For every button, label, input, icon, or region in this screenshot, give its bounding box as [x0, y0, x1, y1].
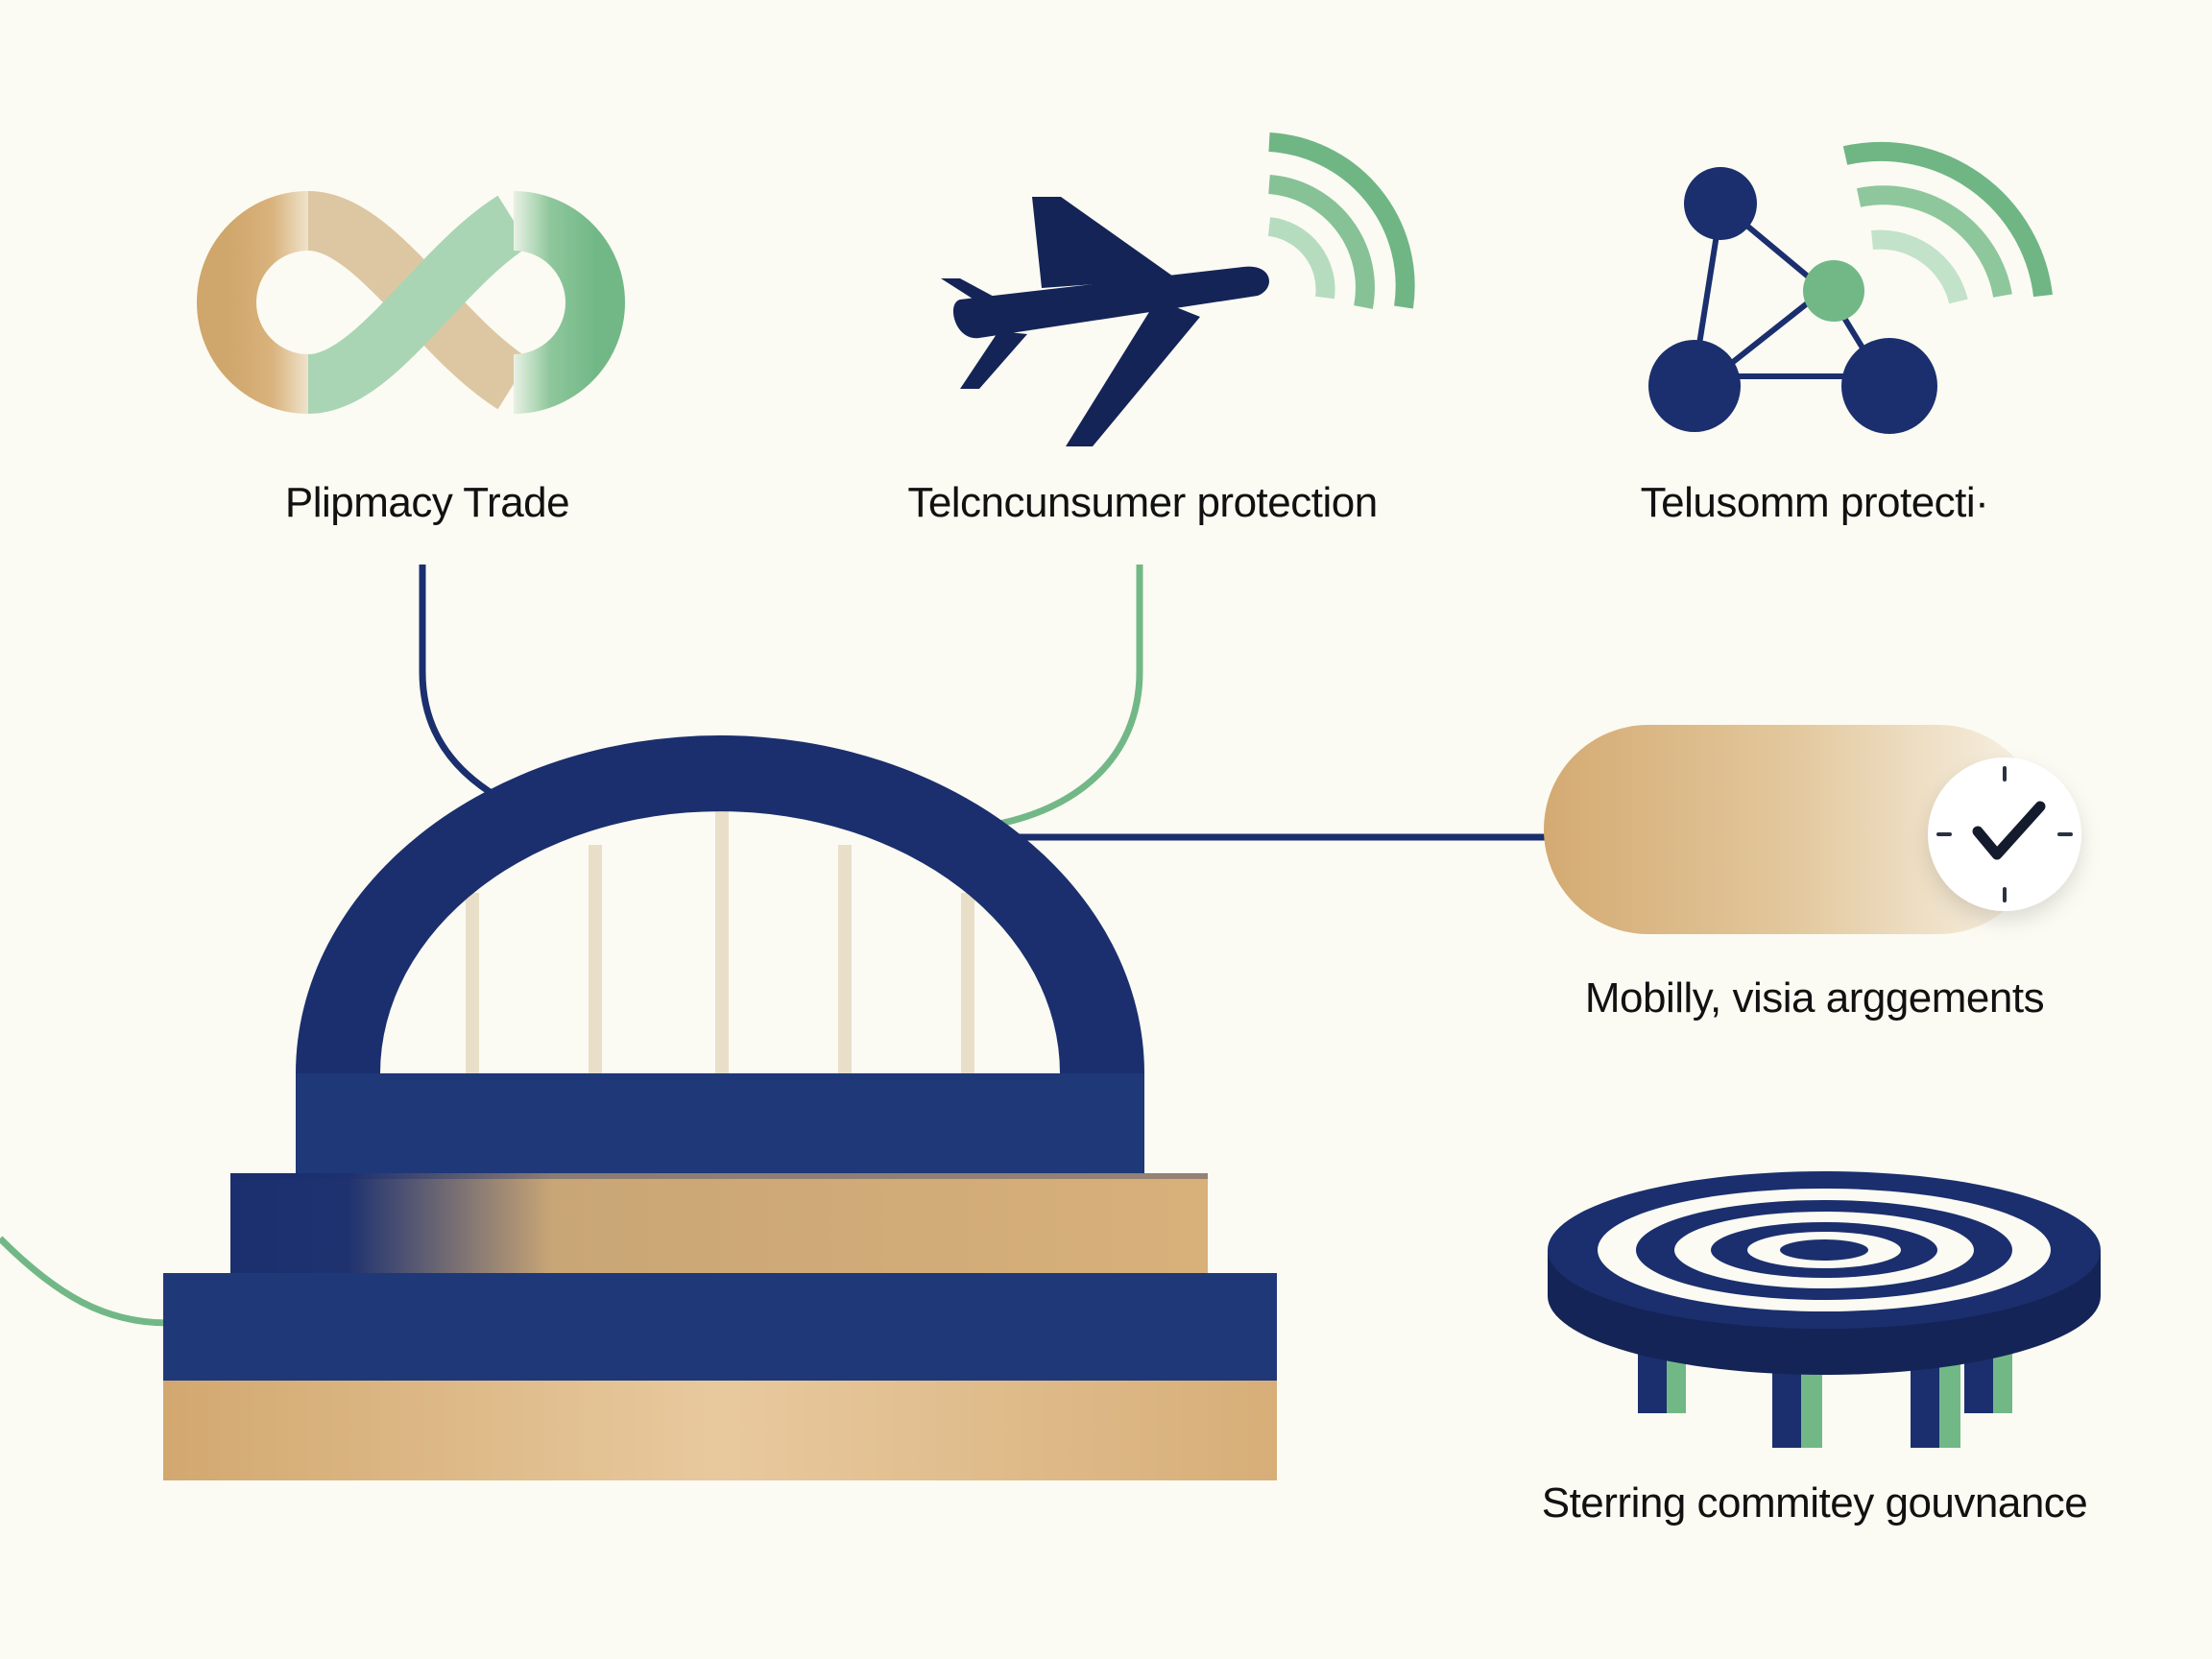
connector-telecom: [988, 565, 1143, 830]
connector-trade: [419, 565, 496, 798]
airplane-icon: [941, 197, 1269, 446]
wifi-signal-icon-2: [1842, 141, 2053, 304]
label-telecom-consumer: Telcncunsumer protection: [907, 479, 1378, 526]
bridge-step-4: [163, 1381, 1277, 1480]
label-steering: Sterring commitey gouvnance: [1541, 1479, 2088, 1527]
round-table-icon: [1548, 1171, 2101, 1448]
mobility-pill: [1544, 725, 2081, 934]
label-telecom-protection: Telusomm protecti·: [1640, 479, 1989, 526]
infinity-icon: [197, 191, 625, 414]
bridge-step-3: [163, 1273, 1277, 1381]
connector-left: [0, 1236, 169, 1327]
label-trade: Plipmacy Trade: [284, 479, 570, 526]
network-nodes-icon: [1648, 167, 1937, 434]
label-mobility: Mobilly, visia arggements: [1584, 974, 2045, 1022]
bridge-step-2: [230, 1173, 1208, 1273]
bridge-arch-icon: [163, 735, 1277, 1480]
clock-check-icon: [1928, 757, 2081, 911]
connector-lines: [0, 565, 1546, 1329]
bridge-step-1: [296, 1073, 1144, 1173]
wifi-signal-icon: [1267, 132, 1415, 309]
